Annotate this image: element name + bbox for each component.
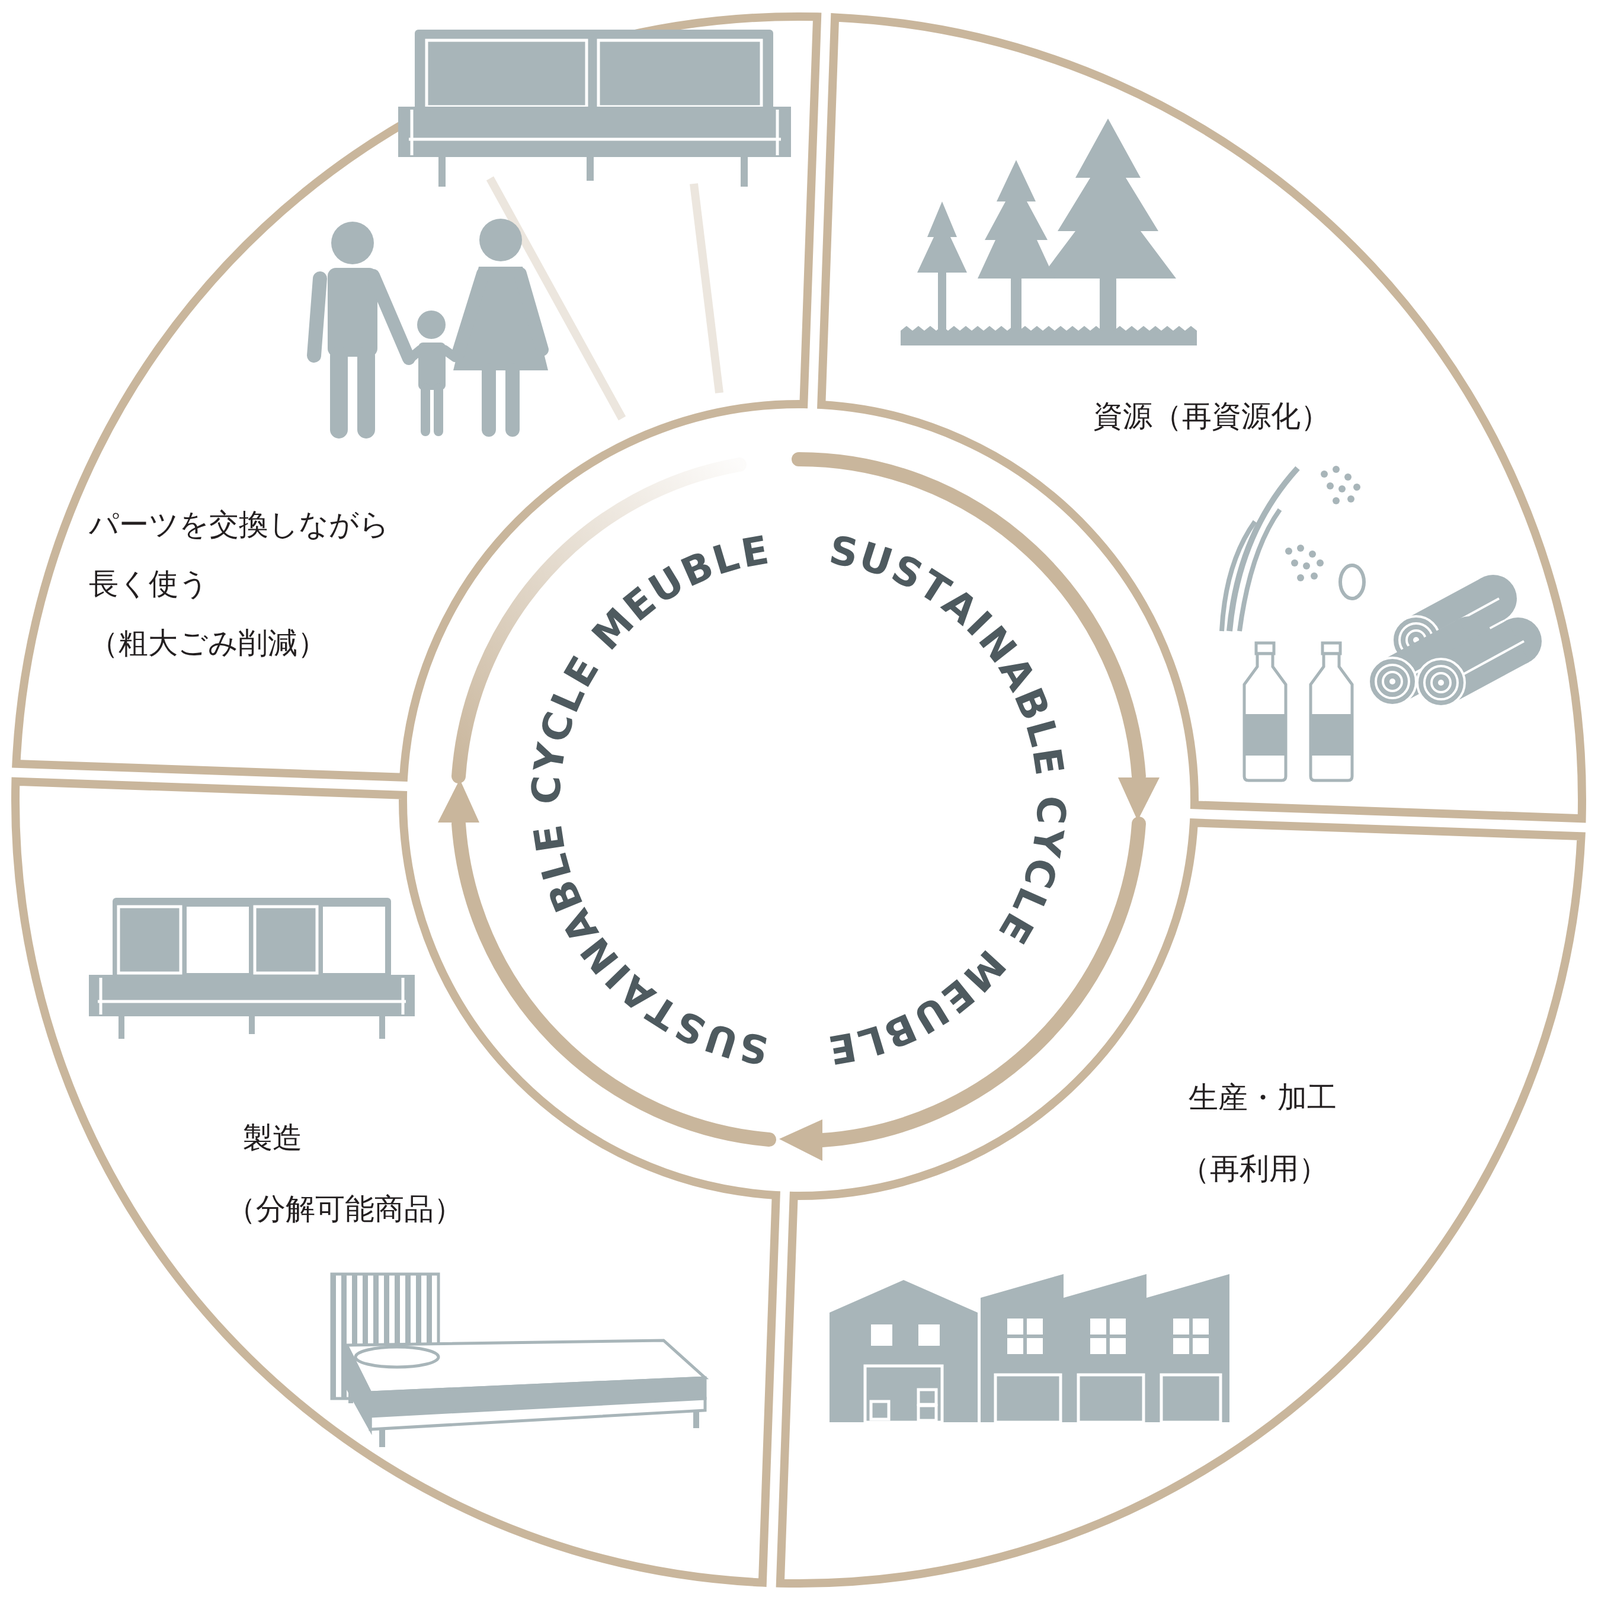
ring-letter: S [736, 1026, 772, 1070]
forest-icon [900, 118, 1197, 346]
fade-lines [490, 178, 720, 419]
segment-label: 製造 [242, 1119, 303, 1156]
cycle-segment: パーツを交換しながら 長く使う （粗大ごみ削減） [7, 8, 835, 795]
segment-outline [7, 8, 835, 795]
ring-letter: E [825, 1026, 860, 1070]
cycle-arrows [437, 459, 1160, 1161]
segment-border [821, 17, 1583, 819]
ring-letter [527, 806, 568, 823]
ring-letter [1030, 777, 1071, 794]
factory-icon [829, 1273, 1230, 1423]
segment-label: （分解可能商品） [226, 1190, 464, 1227]
segment-label: パーツを交換しながら 長く使う （粗大ごみ削減） [88, 494, 421, 673]
cycle-segment: 生産・加工 （再利用） [762, 805, 1591, 1592]
family-icon [314, 218, 549, 432]
log-icon [1368, 574, 1542, 707]
ring-letter: E [738, 530, 772, 574]
bottle-icon [1244, 642, 1353, 781]
segment-label: 資源（再資源化） [1093, 398, 1331, 434]
ring-letter: Y [528, 740, 572, 776]
ring-letter: E [1026, 745, 1069, 778]
sofa-icon [398, 29, 792, 187]
ring-letter: C [1030, 794, 1071, 825]
ring-letter: E [528, 821, 572, 855]
cycle-segment: 製造 （分解可能商品） [7, 763, 794, 1592]
segment-outline [7, 763, 794, 1592]
segment-border [15, 781, 777, 1583]
rice-icon [1221, 465, 1364, 632]
sofa-icon [88, 897, 415, 1039]
segment-outline [762, 805, 1591, 1592]
segment-border [780, 822, 1582, 1584]
segment-label: （再利用） [1180, 1150, 1329, 1187]
ring-letter: C [526, 774, 568, 805]
ring-letter: S [825, 530, 861, 574]
ring-letter: Y [1025, 824, 1069, 860]
bed-icon [331, 1273, 706, 1447]
segment-label: 生産・加工 [1188, 1079, 1337, 1116]
cycle-segment: 資源（再資源化） [804, 8, 1591, 837]
segment-border [15, 16, 818, 778]
